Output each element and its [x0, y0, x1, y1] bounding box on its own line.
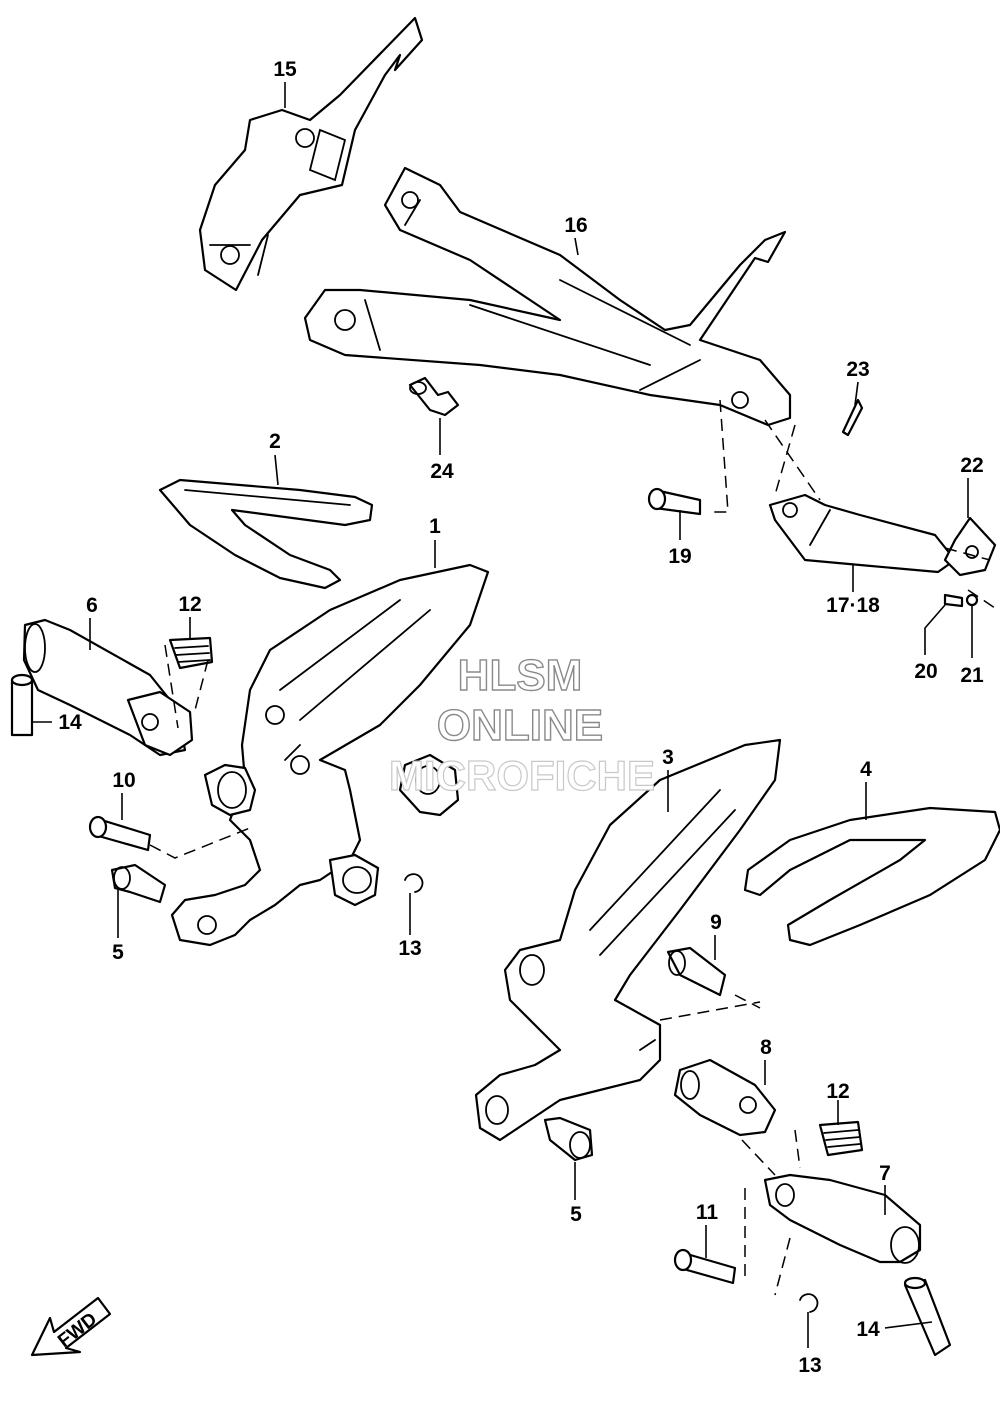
callout-12-lower: 12 [826, 1080, 849, 1103]
part-5-bolt-right [543, 1116, 594, 1162]
callout-5-right: 5 [570, 1203, 582, 1226]
watermark: HLSM ONLINE MICROFICHE [388, 650, 655, 799]
callout-11: 11 [696, 1201, 719, 1224]
callout-4: 4 [860, 758, 872, 781]
callout-17-18: 17·18 [826, 594, 880, 617]
callout-12-upper: 12 [178, 593, 201, 616]
part-21-ball [965, 593, 979, 607]
part-2-heel-guard [158, 478, 374, 590]
part-3-right-bracket [474, 738, 782, 1142]
callout-3: 3 [662, 746, 674, 769]
part-23-cotter-pin [841, 398, 864, 437]
callout-13-upper: 13 [398, 937, 421, 960]
callout-14-right: 14 [856, 1318, 880, 1341]
callout-10: 10 [112, 769, 135, 792]
callout-1: 1 [429, 515, 441, 538]
part-11-pin [673, 1248, 737, 1285]
callout-24: 24 [430, 460, 454, 483]
part-14-pin-right [903, 1276, 952, 1357]
part-13-circlip-lower [799, 1293, 819, 1313]
part-15-bracket [198, 16, 424, 292]
callout-23: 23 [846, 358, 869, 381]
callout-13-lower: 13 [798, 1354, 821, 1377]
part-20-screw [943, 593, 964, 608]
callout-14-left: 14 [58, 711, 82, 734]
callout-6: 6 [86, 594, 98, 617]
part-12-spring-upper [168, 636, 214, 670]
part-8-pivot [673, 1058, 777, 1137]
assembly-guide-lines [149, 399, 996, 1296]
part-12-spring-lower [818, 1120, 864, 1157]
callout-8: 8 [760, 1036, 772, 1059]
fwd-arrow-icon: FWD [30, 1296, 112, 1357]
callout-9: 9 [710, 911, 722, 934]
part-13-circlip-upper [404, 873, 424, 893]
part-7-footpeg-right [763, 1173, 922, 1264]
callout-16: 16 [564, 214, 587, 237]
part-5-bolt-left [110, 863, 167, 904]
watermark-line-1: HLSM [458, 651, 583, 700]
leader-lines [32, 82, 973, 1348]
part-14-pin-left [10, 673, 34, 737]
callout-22: 22 [960, 454, 983, 477]
watermark-line-3: MICROFICHE [389, 752, 655, 799]
callout-15: 15 [273, 58, 297, 81]
part-6-front-footpeg [22, 618, 194, 757]
callout-5-left: 5 [112, 941, 124, 964]
callout-20: 20 [914, 660, 937, 683]
callout-7: 7 [879, 1162, 891, 1185]
part-10-pin [88, 815, 152, 852]
part-24-bolt [408, 376, 460, 417]
callout-21: 21 [960, 664, 984, 687]
callout-19: 19 [668, 545, 691, 568]
part-1-front-bracket [170, 563, 490, 947]
part-9-bolt [666, 946, 727, 997]
watermark-line-2: ONLINE [437, 701, 603, 750]
callout-labels: 15 16 23 24 2 22 19 17·18 20 21 1 6 12 1… [58, 58, 984, 1377]
callout-2: 2 [269, 430, 281, 453]
part-17-18-rear-footpeg [768, 493, 957, 574]
part-16-rear-bracket [303, 166, 792, 427]
part-22-plate [943, 516, 997, 577]
part-4-right-heel-guard [743, 806, 1000, 947]
part-19-pin [647, 487, 702, 516]
